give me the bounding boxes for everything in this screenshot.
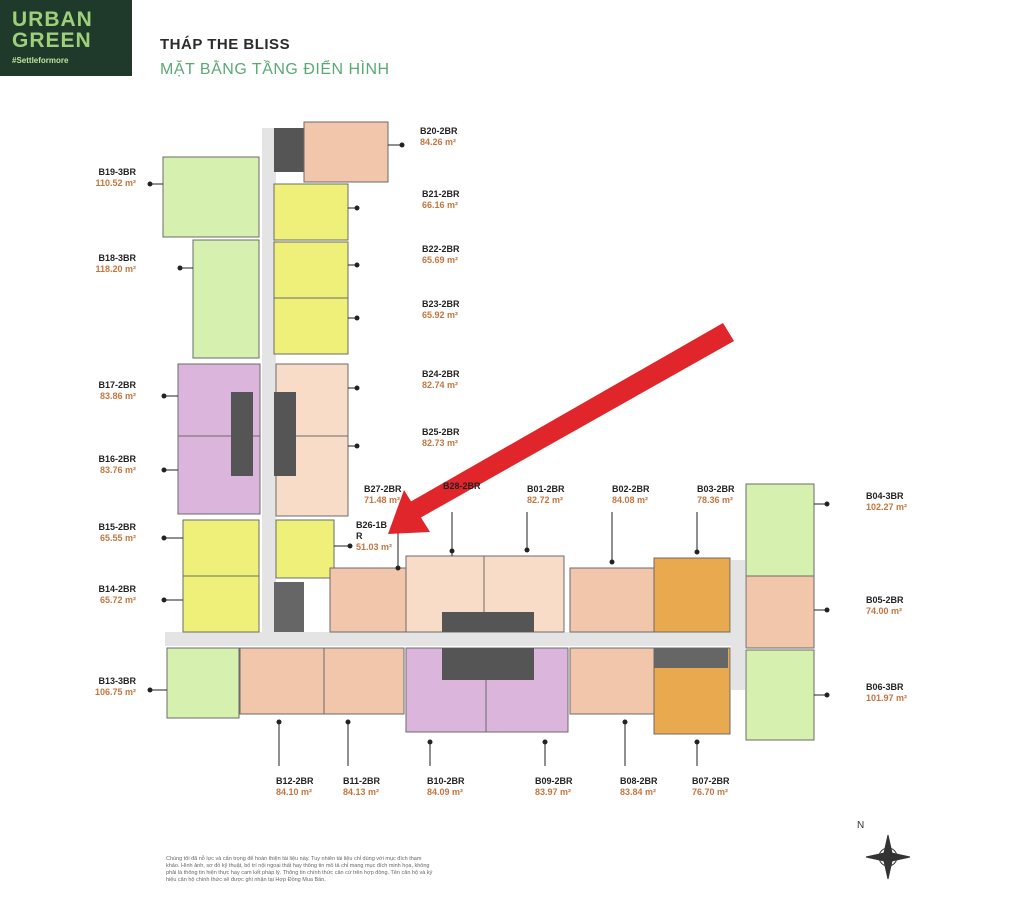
brand-logo: URBAN GREEN #Settleformore (0, 0, 132, 76)
unit-label-B28: B28-2BR (443, 481, 481, 491)
unit-B23 (273, 297, 349, 355)
unit-B21 (273, 183, 349, 241)
unit-B26 (275, 519, 335, 579)
core-center-top (442, 612, 534, 632)
page-subtitle: MẶT BẰNG TẦNG ĐIỂN HÌNH (160, 61, 390, 78)
core-top (274, 128, 304, 172)
unit-B20 (303, 121, 389, 183)
unit-B22 (273, 241, 349, 299)
core-lower (274, 582, 304, 632)
logo-line-2: GREEN (12, 29, 92, 52)
compass-north-label: N (857, 820, 864, 831)
unit-B13 (166, 647, 240, 719)
unit-B04 (745, 483, 815, 577)
unit-B15 (182, 519, 260, 577)
unit-B06 (745, 649, 815, 741)
highlight-arrow (388, 323, 734, 534)
unit-B27 (329, 567, 407, 633)
corridor-right (731, 560, 745, 690)
compass-icon (865, 834, 911, 880)
unit-B05 (745, 575, 815, 649)
unit-B02 (569, 567, 655, 633)
unit-B18 (192, 239, 260, 359)
logo-line-1: URBAN (12, 8, 93, 31)
unit-B19 (162, 156, 260, 238)
core-left-1 (231, 392, 253, 476)
unit-B12 (239, 647, 325, 715)
logo-tagline: #Settleformore (12, 56, 69, 65)
unit-B03 (653, 557, 731, 633)
disclaimer-text: Chúng tôi đã nỗ lực và cẩn trọng để hoàn… (166, 856, 433, 883)
core-left-2 (274, 392, 296, 476)
unit-B08 (569, 647, 655, 715)
corridor-vertical (262, 128, 276, 643)
unit-B11 (323, 647, 405, 715)
page-title: THÁP THE BLISS (160, 36, 291, 53)
core-center-bottom (442, 648, 534, 680)
unit-B14 (182, 575, 260, 633)
corridor-horizontal (165, 632, 745, 646)
core-right (654, 648, 728, 668)
leader-lines (147, 142, 830, 766)
